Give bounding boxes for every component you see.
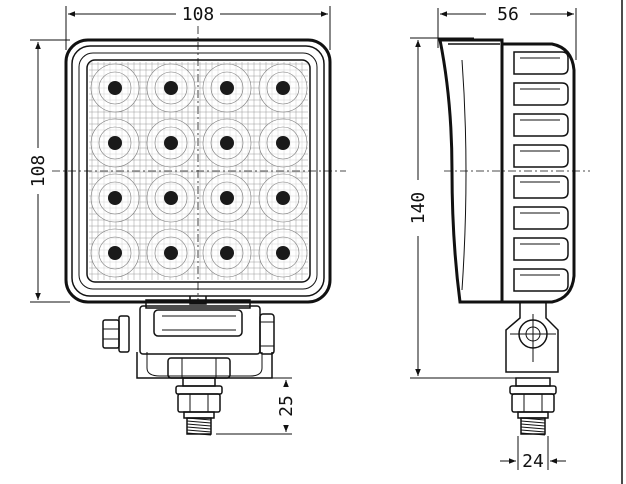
housing-outer [64,38,332,304]
led [258,63,308,113]
led [146,228,196,278]
led [146,63,196,113]
front-height-dimension: 108 [28,42,49,300]
lens [86,59,311,283]
led [90,228,140,278]
led [146,173,196,223]
mounting-bolt [167,357,231,436]
led [202,173,252,223]
side-bolt [509,377,557,436]
side-bracket [505,302,559,373]
led [90,173,140,223]
bolt-length-dimension: 25 [216,377,297,435]
bolt-width-dimension: 24 [500,436,566,472]
front-height-label: 108 [28,155,49,188]
side-height-label: 140 [408,192,429,225]
led [90,63,140,113]
led [258,228,308,278]
led [202,63,252,113]
side-view: 56 140 [408,4,590,472]
mounting-bracket [102,296,275,379]
front-width-label: 108 [182,4,215,25]
bolt-length-label: 25 [276,395,297,417]
side-body [438,38,504,304]
side-depth-dimension: 56 [440,4,574,25]
led [146,118,196,168]
led [258,118,308,168]
front-view: 108 108 [28,4,346,436]
led [202,118,252,168]
bolt-width-label: 24 [522,451,544,472]
led [90,118,140,168]
side-depth-label: 56 [497,4,519,25]
led [202,228,252,278]
front-width-dimension: 108 [68,4,328,25]
led [258,173,308,223]
side-height-dimension: 140 [408,40,429,376]
